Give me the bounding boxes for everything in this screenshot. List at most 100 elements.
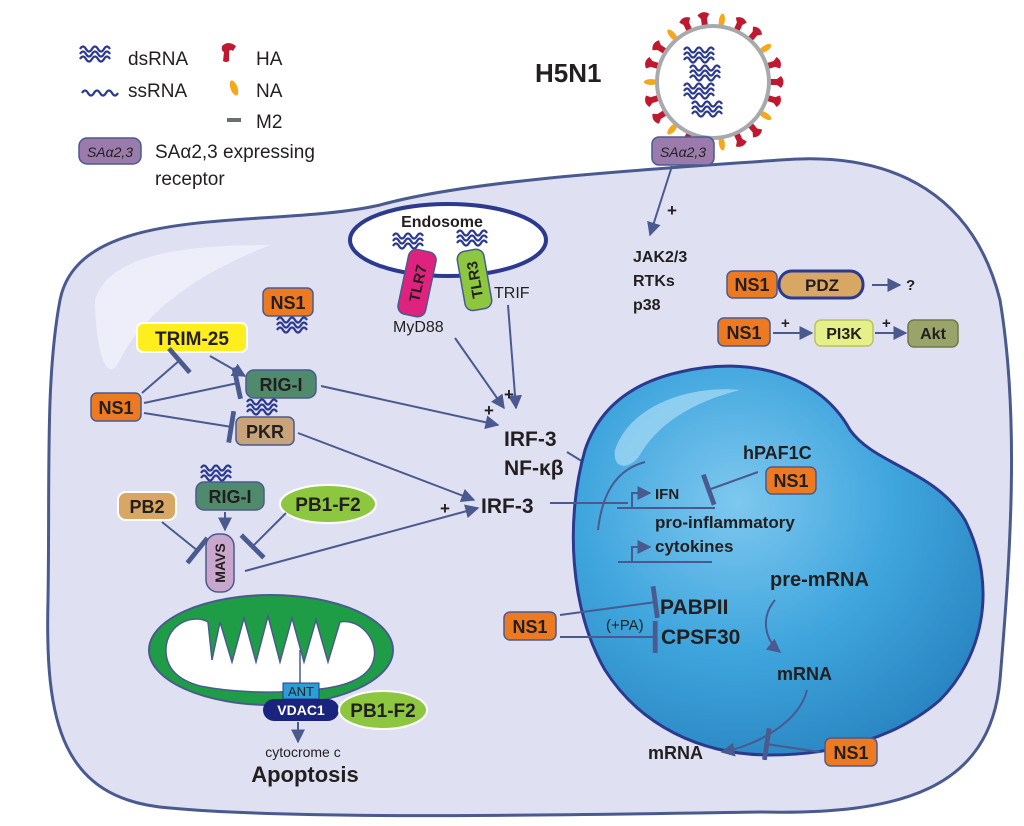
- legend-ha: HA: [256, 49, 283, 70]
- ant-label: ANT: [288, 684, 314, 699]
- kinase-rtks: RTKs: [633, 273, 675, 290]
- nucleus-highlight: [614, 389, 740, 466]
- rigi-label: RIG-I: [260, 375, 303, 395]
- mrna-nucleus-label: mRNA: [777, 664, 832, 684]
- pkr-box: [235, 416, 295, 446]
- hpaf1c-label: hPAF1C: [743, 443, 812, 463]
- cytokines-label: cytokines: [655, 537, 733, 556]
- legend-receptor-line2: receptor: [155, 169, 225, 190]
- ns1-box: [765, 466, 817, 495]
- ssrna-icon: [80, 89, 120, 97]
- apoptosis-label: Apoptosis: [251, 762, 359, 787]
- ha-spike: [765, 57, 781, 70]
- plus-sign: +: [440, 499, 450, 518]
- ns1-box: [503, 611, 557, 641]
- na-spike: [759, 43, 772, 54]
- rigi-box: [195, 481, 265, 511]
- na-spike: [667, 29, 678, 41]
- ns1-label: NS1: [98, 398, 133, 418]
- virus-receptor: [651, 136, 715, 166]
- pi3k-box: [814, 319, 874, 347]
- legend-na: NA: [256, 81, 283, 102]
- myd88-label: MyD88: [393, 319, 444, 336]
- ha-spike: [769, 76, 784, 88]
- tlr7-receptor: TLR7: [397, 248, 437, 318]
- mavs-label: MAVS: [212, 543, 228, 582]
- m2-icon: [227, 118, 241, 122]
- ns1-label: NS1: [833, 743, 868, 763]
- irf3-lower-label: IRF-3: [481, 495, 534, 518]
- receptor-icon-label: SAα2,3: [87, 144, 133, 160]
- ha-spike: [679, 17, 693, 33]
- plus-sign: +: [781, 315, 790, 332]
- legend-ssrna: ssRNA: [128, 81, 187, 102]
- trim25-label: TRIM-25: [155, 329, 229, 350]
- ha-spike: [765, 94, 781, 107]
- pb1f2-ellipse: [338, 690, 428, 730]
- na-spike: [718, 13, 725, 28]
- virus-label: H5N1: [535, 58, 601, 88]
- ha-icon: [221, 43, 236, 62]
- endosome: [348, 202, 548, 278]
- kinase-p38: p38: [633, 297, 661, 314]
- pdz-label: PDZ: [805, 276, 839, 295]
- plus-sign: +: [667, 201, 677, 220]
- pb1f2-ellipse: [279, 484, 377, 524]
- pdz-box: [777, 269, 865, 300]
- pabpii-label: PABPII: [660, 596, 728, 619]
- mitochondrion-cristae: [165, 613, 376, 693]
- ns1-box: [824, 737, 878, 767]
- plus-sign: +: [504, 385, 514, 404]
- ha-spike: [733, 17, 747, 33]
- mrna-cytoplasm-label: mRNA: [648, 743, 703, 763]
- cpsf30-label: CPSF30: [661, 626, 740, 649]
- pb1f2-label: PB1-F2: [295, 495, 360, 516]
- plus-sign: +: [484, 401, 494, 420]
- endosome-label: Endosome: [401, 214, 483, 231]
- ha-spike: [733, 131, 747, 147]
- unknown-target: ?: [906, 277, 915, 294]
- tlr3-receptor: TLR3: [456, 248, 493, 312]
- kinase-jak: JAK2/3: [633, 249, 687, 266]
- ha-spike: [652, 40, 668, 55]
- virion-spikes: [644, 12, 784, 152]
- na-spike: [644, 79, 658, 85]
- ha-spike: [645, 94, 661, 107]
- plus-sign: +: [882, 315, 891, 332]
- ha-spike: [747, 122, 763, 138]
- legend-m2: M2: [256, 112, 282, 133]
- ns1-label: NS1: [726, 323, 761, 343]
- akt-box: [907, 319, 959, 348]
- ns1-box: [262, 287, 314, 317]
- cytochrome-label: cytocrome c: [265, 744, 340, 760]
- virus-receptor-label: SAα2,3: [660, 144, 706, 160]
- pb2-box: [117, 491, 177, 521]
- receptor-icon: [78, 137, 142, 165]
- na-icon: [229, 80, 239, 96]
- ha-spike: [697, 12, 710, 27]
- proinflammatory-label: pro-inflammatory: [655, 513, 795, 532]
- ifn-label: IFN: [655, 486, 679, 503]
- legend-receptor-line1: SAα2,3 expressing: [155, 142, 315, 163]
- ns1-label: NS1: [734, 275, 769, 295]
- pkr-label: PKR: [246, 422, 284, 442]
- ha-spike: [747, 26, 763, 42]
- pb1f2-label: PB1-F2: [350, 701, 415, 722]
- legend-dsrna: dsRNA: [128, 49, 189, 70]
- rigi-label: RIG-I: [209, 487, 252, 507]
- na-spike: [759, 110, 772, 121]
- irf3-label: IRF-3: [504, 428, 557, 451]
- ns1-box: [90, 392, 142, 422]
- pa-label: (+PA): [606, 617, 644, 634]
- ha-spike: [652, 109, 668, 124]
- ns1-box: [717, 317, 771, 347]
- ns1-label: NS1: [512, 617, 547, 637]
- cell-highlight: [95, 245, 270, 370]
- nfkb-label: NF-κβ: [504, 457, 564, 480]
- vdac1-box: [263, 699, 339, 721]
- akt-label: Akt: [920, 326, 946, 343]
- pb2-label: PB2: [129, 497, 164, 517]
- trim25-box: [136, 322, 248, 353]
- h5n1-virion: [644, 12, 784, 152]
